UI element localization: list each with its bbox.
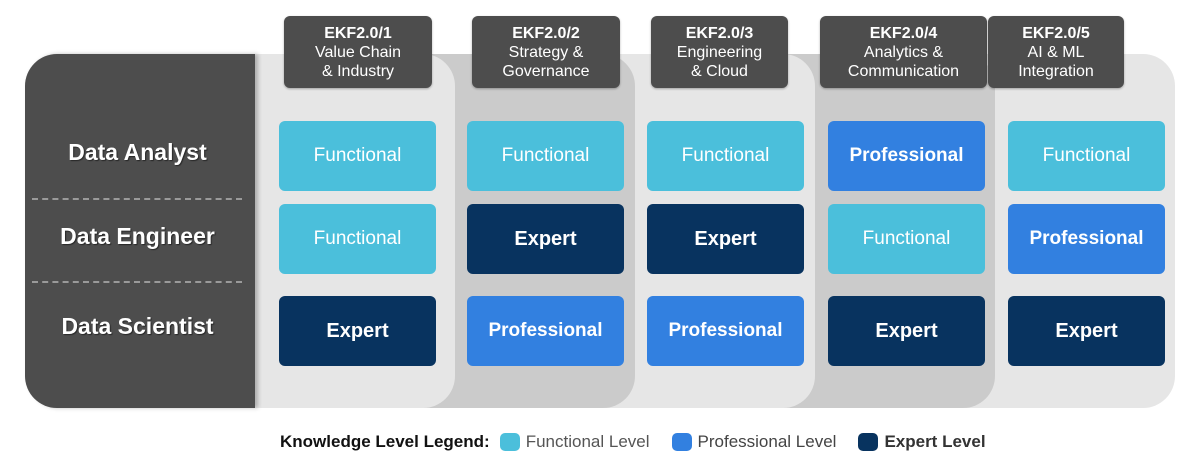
- matrix-cell-professional: Professional: [828, 121, 985, 191]
- column-header-4: EKF2.0/4 Analytics & Communication: [820, 16, 987, 88]
- column-header-5: EKF2.0/5 AI & ML Integration: [988, 16, 1124, 88]
- roles-panel: Data Analyst Data Engineer Data Scientis…: [25, 54, 255, 408]
- matrix-cell-expert: Expert: [467, 204, 624, 274]
- matrix-cell-functional: Functional: [647, 121, 804, 191]
- matrix-cell-functional: Functional: [1008, 121, 1165, 191]
- matrix-cell-professional: Professional: [467, 296, 624, 366]
- column-title-line: Communication: [847, 62, 960, 80]
- legend-label: Professional Level: [697, 432, 837, 451]
- role-label-data-engineer: Data Engineer: [60, 223, 215, 249]
- role-label-data-analyst: Data Analyst: [68, 139, 207, 165]
- legend-swatch-functional: [499, 433, 520, 451]
- legend-label: Functional Level: [525, 432, 650, 451]
- legend-item-professional: Professional Level: [671, 432, 837, 452]
- role-divider: [32, 198, 242, 200]
- legend-label: Expert Level: [884, 432, 986, 451]
- legend-swatch-expert: [858, 433, 879, 451]
- matrix-cell-professional: Professional: [647, 296, 804, 366]
- column-title-line: Value Chain: [315, 43, 401, 61]
- column-title-line: AI & ML: [1027, 43, 1085, 61]
- column-header-1: EKF2.0/1 Value Chain & Industry: [284, 16, 432, 88]
- column-title-line: Strategy &: [508, 43, 584, 61]
- column-code: EKF2.0/2: [512, 24, 580, 42]
- legend-title: Knowledge Level Legend:: [280, 432, 490, 451]
- matrix-cell-expert: Expert: [279, 296, 436, 366]
- column-title-line: & Industry: [321, 62, 395, 80]
- column-title-line: & Cloud: [691, 62, 748, 80]
- role-label-data-scientist: Data Scientist: [61, 313, 214, 339]
- matrix-cell-functional: Functional: [279, 204, 436, 274]
- matrix-cell-expert: Expert: [647, 204, 804, 274]
- matrix-cell-expert: Expert: [1008, 296, 1165, 366]
- legend: Knowledge Level Legend: Functional Level…: [280, 430, 1008, 454]
- column-code: EKF2.0/5: [1022, 24, 1090, 42]
- column-title-line: Analytics &: [863, 43, 944, 61]
- column-title-line: Engineering: [676, 43, 763, 61]
- column-code: EKF2.0/3: [685, 24, 754, 42]
- matrix-cell-expert: Expert: [828, 296, 985, 366]
- column-title-line: Integration: [1018, 62, 1094, 80]
- matrix-cell-functional: Functional: [828, 204, 985, 274]
- role-divider: [32, 281, 242, 283]
- column-code: EKF2.0/1: [324, 24, 392, 42]
- column-header-3: EKF2.0/3 Engineering & Cloud: [651, 16, 788, 88]
- column-title-line: Governance: [502, 62, 590, 80]
- legend-swatch-professional: [671, 433, 692, 451]
- legend-item-functional: Functional Level: [499, 432, 650, 452]
- legend-item-expert: Expert Level: [858, 432, 986, 452]
- matrix-cell-professional: Professional: [1008, 204, 1165, 274]
- matrix-cell-functional: Functional: [467, 121, 624, 191]
- matrix-cell-functional: Functional: [279, 121, 436, 191]
- column-header-2: EKF2.0/2 Strategy & Governance: [472, 16, 620, 88]
- column-code: EKF2.0/4: [869, 24, 938, 42]
